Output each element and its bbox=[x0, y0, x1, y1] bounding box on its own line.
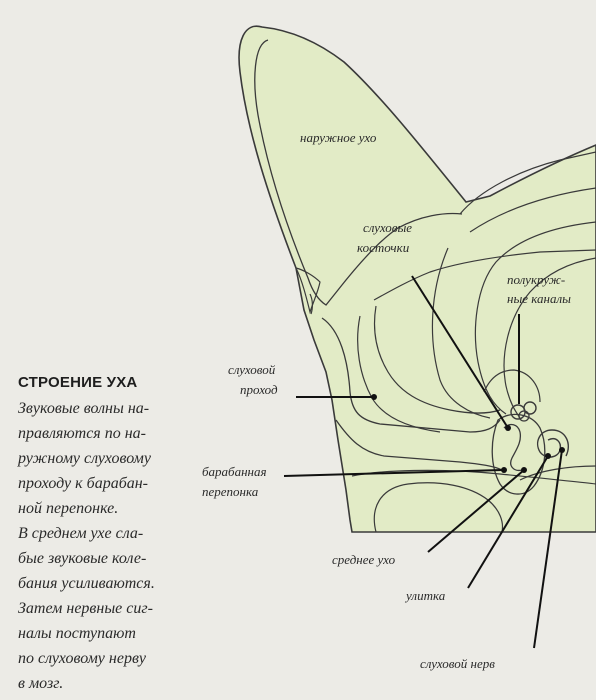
pinna-inner-outline bbox=[254, 39, 463, 306]
label-middle-ear: среднее ухо bbox=[332, 552, 396, 567]
dot-middle-ear bbox=[521, 467, 527, 473]
caption-line: по слуховому нерву bbox=[18, 650, 146, 667]
label-canals-line1: полукруж- bbox=[507, 272, 565, 287]
tissue-line-2 bbox=[373, 305, 501, 414]
caption-line: правляются по на- bbox=[18, 425, 146, 442]
skull-line-2 bbox=[469, 187, 596, 233]
dot-cochlea bbox=[545, 453, 551, 459]
caption-line: бые звуковые коле- bbox=[18, 550, 147, 567]
caption-line: В среднем ухе сла- bbox=[18, 525, 144, 542]
tragus-fold bbox=[294, 267, 321, 315]
middle-ear-cavity bbox=[491, 413, 546, 495]
caption-title: СТРОЕНИЕ УХА bbox=[18, 374, 138, 391]
ossicles-shape bbox=[503, 423, 523, 472]
caption-line: ной перепонке. bbox=[18, 500, 119, 517]
label-ossicles-line2: косточки bbox=[357, 240, 410, 255]
skull-line-3 bbox=[431, 247, 491, 419]
lower-line-1 bbox=[351, 469, 596, 485]
caption-line: Затем нервные сиг- bbox=[18, 600, 153, 617]
caption-line: проходу к барабан- bbox=[18, 475, 148, 492]
inner-canal-curve bbox=[483, 369, 541, 403]
semicircular-canal-3 bbox=[518, 410, 530, 422]
lower-bulge bbox=[373, 482, 504, 533]
label-auditory-canal-line1: слуховой bbox=[228, 362, 276, 377]
semicircular-canal-2 bbox=[523, 401, 537, 415]
canal-upper-wall bbox=[321, 317, 501, 433]
dot-ossicles bbox=[505, 425, 511, 431]
label-canals-line2: ные каналы bbox=[507, 291, 571, 306]
label-outer-ear: наружное ухо bbox=[300, 130, 377, 145]
leader-eardrum bbox=[283, 469, 503, 477]
label-cochlea: улитка bbox=[404, 588, 446, 603]
caption-line: Звуковые волны на- bbox=[18, 400, 150, 417]
leader-cochlea bbox=[467, 455, 549, 589]
caption-line: в мозг. bbox=[18, 675, 64, 692]
dot-auditory-canal bbox=[371, 394, 377, 400]
skull-line-4 bbox=[474, 221, 596, 415]
caption-line: налы поступают bbox=[18, 625, 136, 642]
dot-eardrum bbox=[501, 467, 507, 473]
label-auditory-nerve: слуховой нерв bbox=[420, 656, 495, 671]
leader-middle-ear bbox=[427, 469, 525, 553]
dot-auditory-nerve bbox=[559, 447, 565, 453]
caption-line: бания усиливаются. bbox=[18, 575, 155, 592]
skull-line-1 bbox=[459, 151, 596, 215]
leader-ossicles bbox=[411, 275, 509, 429]
label-auditory-canal-line2: проход bbox=[240, 382, 278, 397]
caption-body: Звуковые волны на- правляются по на- руж… bbox=[18, 396, 198, 696]
leader-auditory-nerve bbox=[533, 449, 563, 649]
label-ossicles-line1: слуховые bbox=[363, 220, 412, 235]
canal-lower-wall bbox=[335, 419, 503, 471]
cochlea-spiral bbox=[536, 429, 570, 458]
skull-line-5 bbox=[503, 257, 596, 419]
tissue-line-1 bbox=[373, 249, 596, 301]
label-eardrum-line1: барабанная bbox=[202, 464, 267, 479]
tragus-notch bbox=[309, 293, 313, 315]
ear-section-shape bbox=[238, 25, 596, 533]
caption-line: ружному слуховому bbox=[18, 450, 151, 467]
label-eardrum-line2: перепонка bbox=[202, 484, 259, 499]
lower-line-2 bbox=[519, 465, 596, 481]
